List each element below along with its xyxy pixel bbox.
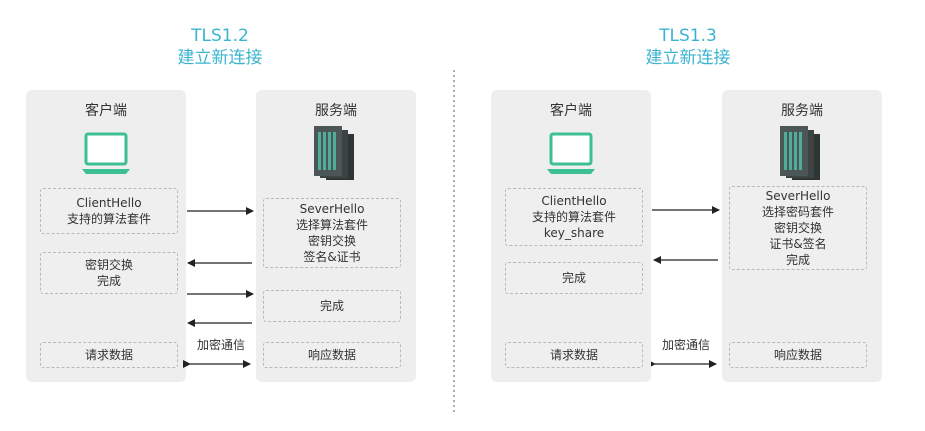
msg-line: key_share bbox=[543, 226, 605, 240]
msg-line: 请求数据 bbox=[84, 348, 133, 362]
msg-line: 响应数据 bbox=[773, 348, 822, 362]
tls12-server-label: 服务端 bbox=[315, 103, 357, 119]
msg-line: 请求数据 bbox=[549, 348, 598, 362]
tls12-comm-label: 加密通信 bbox=[196, 338, 245, 352]
msg-line: 密钥交换 bbox=[773, 221, 822, 235]
tls12-client-key-exchange: 密钥交换 完成 bbox=[40, 252, 178, 294]
tls13-title: TLS1.3 建立新连接 bbox=[598, 25, 778, 69]
msg-line: 完成 bbox=[319, 299, 344, 313]
tls12-server-finished: 完成 bbox=[263, 290, 401, 322]
tls13-client-label: 客户端 bbox=[550, 103, 592, 119]
server-icon bbox=[314, 126, 354, 180]
tls13-client-request: 请求数据 bbox=[505, 342, 643, 368]
tls12-title: TLS1.2 建立新连接 bbox=[130, 25, 310, 69]
msg-line: 完成 bbox=[561, 271, 586, 285]
tls12-server-response: 响应数据 bbox=[263, 342, 401, 368]
tls12-client-label: 客户端 bbox=[85, 103, 127, 119]
msg-line: 密钥交换 bbox=[307, 234, 356, 248]
tls12-title-version: TLS1.2 bbox=[191, 26, 249, 46]
msg-line: 选择密码套件 bbox=[761, 205, 834, 219]
tls13-server-label: 服务端 bbox=[781, 103, 823, 119]
tls13-server-hello: SeverHello 选择密码套件 密钥交换 证书&签名 完成 bbox=[729, 186, 867, 270]
tls13-comm-label: 加密通信 bbox=[661, 338, 710, 352]
msg-line: 签名&证书 bbox=[303, 250, 361, 264]
msg-line: 证书&签名 bbox=[769, 237, 827, 251]
tls13-client-hello: ClientHello 支持的算法套件 key_share bbox=[505, 188, 643, 246]
tls13-client-finished: 完成 bbox=[505, 262, 643, 294]
tls13-title-subtitle: 建立新连接 bbox=[645, 48, 731, 68]
tls12-server-hello: SeverHello 选择算法套件 密钥交换 签名&证书 bbox=[263, 198, 401, 268]
tls12-title-subtitle: 建立新连接 bbox=[177, 48, 263, 68]
msg-line: 响应数据 bbox=[307, 348, 356, 362]
tls12-client-request: 请求数据 bbox=[40, 342, 178, 368]
msg-line: 完成 bbox=[785, 253, 810, 267]
msg-line: SeverHello bbox=[299, 202, 365, 216]
msg-line: 选择算法套件 bbox=[295, 218, 368, 232]
tls13-title-version: TLS1.3 bbox=[659, 26, 717, 46]
msg-line: SeverHello bbox=[765, 189, 831, 203]
tls13-server-response: 响应数据 bbox=[729, 342, 867, 368]
msg-line: 密钥交换 bbox=[84, 258, 133, 272]
msg-line: 完成 bbox=[96, 274, 121, 288]
msg-line: ClientHello bbox=[541, 194, 607, 208]
msg-line: ClientHello bbox=[76, 196, 142, 210]
msg-line: 支持的算法套件 bbox=[531, 210, 616, 224]
server-icon bbox=[780, 126, 820, 180]
tls12-client-hello: ClientHello 支持的算法套件 bbox=[40, 188, 178, 234]
laptop-icon bbox=[82, 132, 130, 174]
msg-line: 支持的算法套件 bbox=[66, 212, 151, 226]
laptop-icon bbox=[547, 132, 595, 174]
